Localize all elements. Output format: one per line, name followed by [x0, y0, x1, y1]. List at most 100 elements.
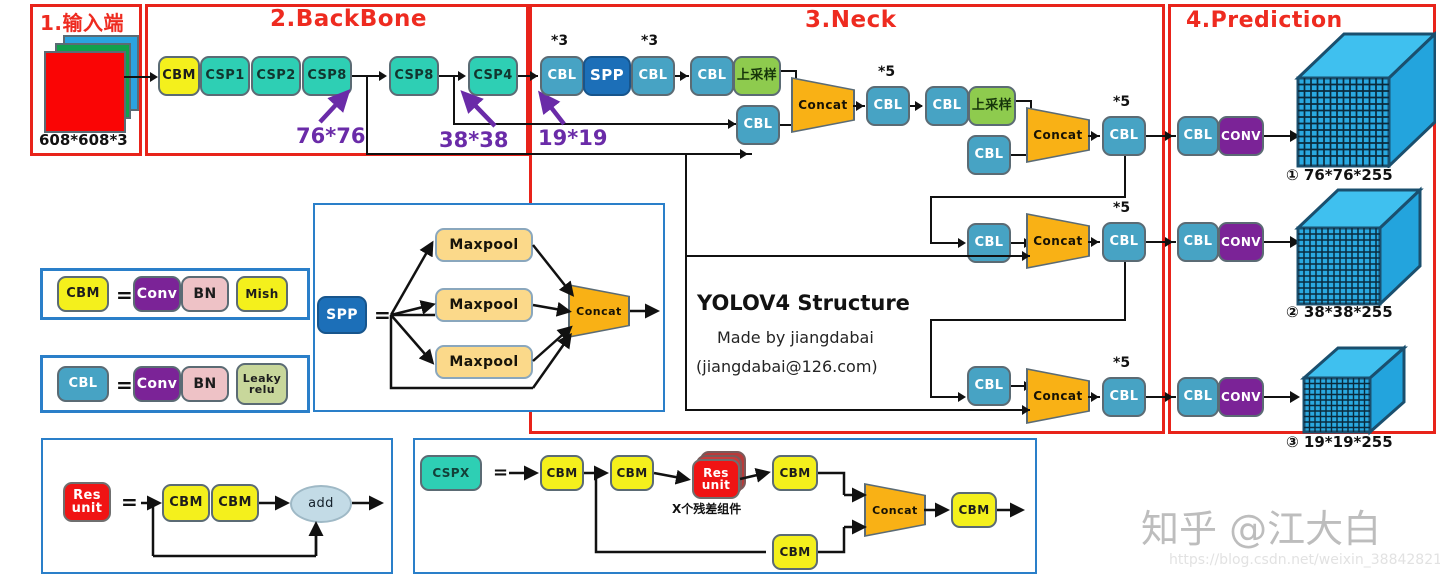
pred-head1-cube [1294, 30, 1436, 168]
arrow-head3-to-cube [1290, 391, 1300, 403]
legend-cbm-conv[interactable]: Conv [133, 276, 181, 312]
backbone-block-csp8-a[interactable]: CSP8 [302, 56, 352, 96]
skip-38-vertical [453, 75, 455, 124]
legend-spp-maxpool-2[interactable]: Maxpool [435, 288, 533, 322]
backbone-block-csp1[interactable]: CSP1 [200, 56, 250, 96]
conn-ups1-out [781, 70, 797, 72]
legend-cbl-bn[interactable]: BN [181, 366, 229, 402]
long-route-19-down [685, 255, 687, 410]
conn-b2out-to-head1 [1146, 135, 1176, 137]
legend-resunit-cbm-2[interactable]: CBM [211, 484, 259, 522]
neck-cbl-before-spp[interactable]: CBL [540, 56, 584, 96]
annotation-19x19: 19*19 [538, 126, 608, 150]
legend-spp-maxpool-3[interactable]: Maxpool [435, 345, 533, 379]
neck-branch1-out-cbl[interactable]: CBL [866, 86, 910, 126]
arrow-concat1-to-cbl [856, 101, 864, 111]
legend-cspx-cbm-1[interactable]: CBM [540, 455, 584, 491]
neck-branch4-down-cbl[interactable]: CBL [967, 366, 1011, 406]
backbone-block-csp2[interactable]: CSP2 [251, 56, 301, 96]
conn-head2-to-cube [1264, 241, 1296, 243]
mult-label-branch1-out: *5 [878, 64, 896, 80]
pred-head2-caption: ② 38*38*255 [1286, 303, 1393, 321]
legend-resunit-add[interactable]: add [290, 485, 352, 523]
backbone-block-csp4[interactable]: CSP4 [468, 56, 518, 96]
annotation-38x38: 38*38 [439, 128, 509, 152]
concat3-label: Concat [1033, 234, 1083, 248]
legend-spp-lhs[interactable]: SPP [317, 296, 367, 334]
arrow-b2out-to-head1 [1165, 131, 1173, 141]
section-frame-prediction [1168, 4, 1436, 434]
legend-resunit-cbm-1[interactable]: CBM [162, 484, 210, 522]
legend-cbm-equals: = [116, 283, 133, 307]
section-frame-input [30, 4, 142, 156]
section-title-neck: 3.Neck [805, 7, 897, 33]
section-title-input: 1.输入端 [40, 11, 125, 35]
diagram-author: Made by jiangdabai [717, 328, 874, 347]
legend-cspx-bottom-cbm[interactable]: CBM [772, 534, 818, 570]
pred-head2-cbl[interactable]: CBL [1177, 222, 1219, 262]
csdn-watermark-url: https://blog.csdn.net/weixin_38842821 [1169, 552, 1440, 568]
conn-csp8b-csp4 [439, 75, 459, 77]
legend-cbm-mish[interactable]: Mish [236, 276, 288, 312]
pred-head1-conv[interactable]: CONV [1218, 116, 1264, 156]
backbone-block-csp8-b[interactable]: CSP8 [389, 56, 439, 96]
long-route-19-right [685, 409, 1030, 411]
legend-cspx-lhs[interactable]: CSPX [420, 455, 482, 491]
legend-cbl-lhs[interactable]: CBL [57, 366, 109, 402]
pred-head3-cbl[interactable]: CBL [1177, 377, 1219, 417]
legend-cspx-out-cbm[interactable]: CBM [951, 492, 997, 528]
conn-b2out-down [1124, 156, 1126, 197]
pred-head3-conv[interactable]: CONV [1218, 377, 1264, 417]
mult-label-branch4-out: *5 [1113, 355, 1131, 371]
arrow-b4out-to-head3 [1165, 392, 1173, 402]
neck-branch1-upsample[interactable]: 上采样 [733, 56, 781, 96]
neck-branch2-lateral-cbl[interactable]: CBL [967, 135, 1011, 175]
concat4-label: Concat [1033, 389, 1083, 403]
legend-resunit-line2: unit [71, 501, 103, 516]
pred-head1-cbl[interactable]: CBL [1177, 116, 1219, 156]
legend-cbl-leaky-line2: relu [248, 383, 276, 396]
legend-cspx-cbm-2[interactable]: CBM [610, 455, 654, 491]
input-caption: 608*608*3 [39, 131, 128, 149]
mult-label-branch3-out: *5 [1113, 200, 1131, 216]
legend-cbl-leakyrelu[interactable]: Leaky relu [236, 363, 288, 405]
legend-cbl-leaky-line1: Leaky [242, 371, 282, 385]
legend-cbl-conv[interactable]: Conv [133, 366, 181, 402]
conn-ups2-out [1016, 100, 1032, 102]
backbone-block-cbm[interactable]: CBM [158, 56, 200, 96]
legend-resunit-lhs[interactable]: Res unit [63, 482, 111, 522]
legend-cbm-lhs[interactable]: CBM [57, 276, 109, 312]
conn-lateral1-to-concat [780, 124, 796, 126]
pred-head3-cube [1300, 344, 1408, 436]
neck-branch3-down-cbl[interactable]: CBL [967, 223, 1011, 263]
legend-spp-wires [389, 240, 660, 390]
neck-branch1-lateral-cbl[interactable]: CBL [736, 105, 780, 145]
neck-branch4-out-cbl[interactable]: CBL [1102, 377, 1146, 417]
conn-head3-to-cube [1264, 396, 1296, 398]
legend-cbm-bn[interactable]: BN [181, 276, 229, 312]
neck-spp-block[interactable]: SPP [583, 56, 631, 96]
neck-branch1-cbl[interactable]: CBL [690, 56, 734, 96]
pred-head3-caption: ③ 19*19*255 [1286, 433, 1393, 451]
legend-cspx-after-res[interactable]: CBM [772, 455, 818, 491]
legend-cspx-resunit[interactable]: Res unit [692, 459, 740, 499]
section-frame-backbone [145, 4, 529, 156]
conn-b3-to-cbl [930, 242, 962, 244]
legend-resunit-equals: = [121, 490, 138, 514]
legend-spp-maxpool-1[interactable]: Maxpool [435, 228, 533, 262]
arrow-b3out-to-head2 [1165, 237, 1173, 247]
neck-branch2-out-cbl[interactable]: CBL [1102, 116, 1146, 156]
neck-branch2-upsample[interactable]: 上采样 [968, 86, 1016, 126]
neck-cbl-after-spp[interactable]: CBL [631, 56, 675, 96]
annotation-76x76: 76*76 [296, 124, 366, 148]
legend-spp-equals: = [374, 303, 391, 327]
legend-resunit-wires [141, 495, 384, 558]
pred-head2-conv[interactable]: CONV [1218, 222, 1264, 262]
legend-spp-concat-label: Concat [576, 304, 622, 318]
legend-cbl-equals: = [116, 373, 133, 397]
concat1-label: Concat [798, 98, 848, 112]
section-title-prediction: 4.Prediction [1186, 8, 1343, 33]
neck-branch3-out-cbl[interactable]: CBL [1102, 222, 1146, 262]
neck-branch2-cbl[interactable]: CBL [925, 86, 969, 126]
